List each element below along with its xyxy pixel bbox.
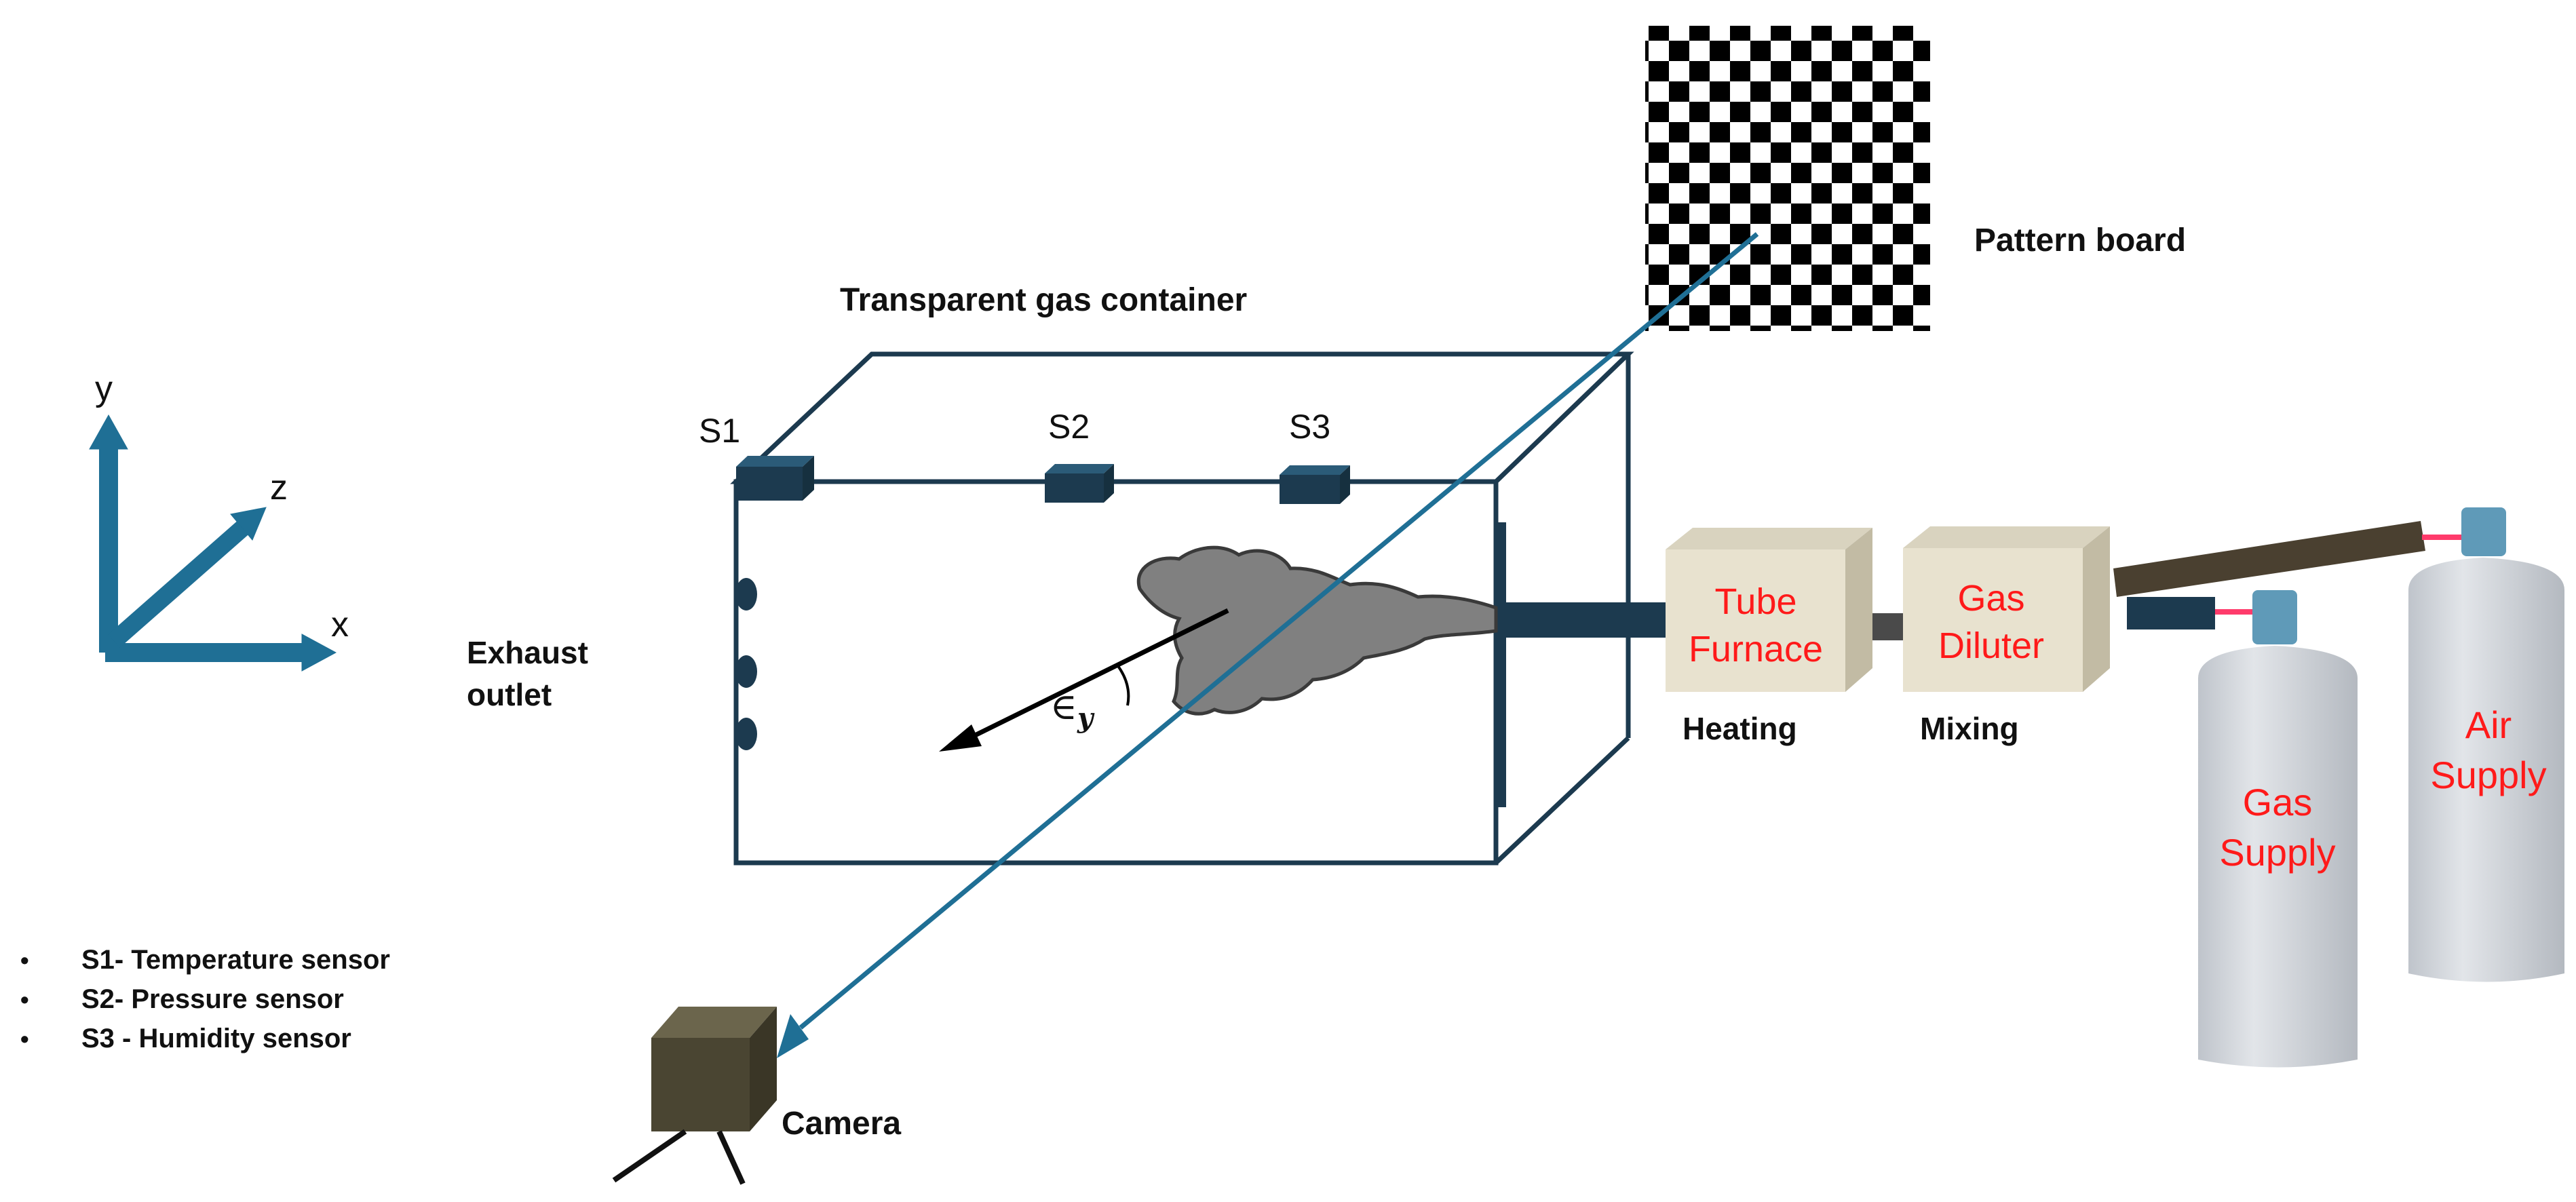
pattern-board xyxy=(1645,26,1930,331)
camera xyxy=(612,1007,777,1185)
container-bottom-edge xyxy=(1494,736,1630,865)
pipe-furnace-to-container xyxy=(1503,602,1669,638)
exhaust-port xyxy=(735,718,757,750)
legend-item-s2: S2- Pressure sensor xyxy=(81,984,344,1014)
container-title: Transparent gas container xyxy=(840,282,1247,318)
angle-reference-arrow xyxy=(965,608,1229,742)
sensor-s2 xyxy=(1045,464,1114,503)
sensor-s1 xyxy=(736,456,814,501)
sensor-label-s1: S1 xyxy=(699,412,740,450)
gas-cylinder-valve-cap xyxy=(2252,590,2297,644)
z-axis-arrowhead xyxy=(230,507,267,541)
air-supply-hose xyxy=(2113,521,2425,597)
exhaust-port xyxy=(735,655,757,688)
container-top-face xyxy=(730,351,1634,484)
sensor-label-s2: S2 xyxy=(1048,408,1090,446)
pattern-board-label: Pattern board xyxy=(1974,222,2186,258)
container-inlet-plate xyxy=(1498,522,1506,807)
coordinate-axes xyxy=(89,414,337,672)
legend-bullet: • xyxy=(20,1025,29,1053)
gas-diluter-label-line1: Gas xyxy=(1957,578,2024,619)
pipe-gas-cylinder-to-diluter xyxy=(2127,597,2215,629)
legend-bullet: • xyxy=(20,946,29,974)
camera-tripod-leg xyxy=(612,1129,687,1183)
deflection-angle-arc xyxy=(1117,665,1130,706)
y-axis-label: y xyxy=(95,369,113,408)
line-of-sight xyxy=(799,232,1759,1030)
air-supply-label-line1: Air xyxy=(2465,703,2512,746)
x-axis-arrowhead xyxy=(301,634,337,672)
tube-furnace-label-line2: Furnace xyxy=(1689,629,1823,670)
sensor-label-s3: S3 xyxy=(1289,408,1330,446)
deflection-angle-label: ∈y xyxy=(1050,685,1095,734)
angle-reference-arrowhead xyxy=(939,724,982,752)
legend-item-s3: S3 - Humidity sensor xyxy=(81,1024,351,1053)
z-axis-label: z xyxy=(270,468,288,507)
x-axis-label: x xyxy=(331,605,349,644)
legend-bullet: • xyxy=(20,986,29,1013)
y-axis-arrowhead xyxy=(89,414,128,450)
camera-tripod-leg xyxy=(716,1130,746,1185)
exhaust-port xyxy=(735,578,757,610)
legend-item-s1: S1- Temperature sensor xyxy=(81,945,390,975)
gas-diluter xyxy=(1903,526,2110,692)
exhaust-label-line1: Exhaust xyxy=(467,635,588,670)
sensor-legend: • S1- Temperature sensor • S2- Pressure … xyxy=(20,945,390,1053)
air-supply-label-line2: Supply xyxy=(2430,754,2546,796)
gas-diluter-label-line2: Diluter xyxy=(1938,625,2044,666)
tube-furnace xyxy=(1666,528,1872,692)
z-axis xyxy=(108,521,249,648)
line-of-sight-arrowhead xyxy=(777,1014,809,1058)
air-supply-cylinder xyxy=(2408,507,2564,982)
gas-supply-label-line1: Gas xyxy=(2243,781,2313,823)
air-cylinder-valve-cap xyxy=(2461,507,2506,556)
mixing-label: Mixing xyxy=(1920,711,2019,746)
container-front-face xyxy=(733,479,1499,866)
exhaust-label-line2: outlet xyxy=(467,677,552,712)
sensor-s3 xyxy=(1280,465,1350,504)
gas-supply-cylinder xyxy=(2198,590,2358,1068)
gas-supply-label-line2: Supply xyxy=(2219,831,2335,874)
heating-label: Heating xyxy=(1683,711,1797,746)
tube-furnace-label-line1: Tube xyxy=(1714,581,1796,622)
camera-label: Camera xyxy=(782,1106,901,1142)
exhaust-ports xyxy=(735,578,757,750)
